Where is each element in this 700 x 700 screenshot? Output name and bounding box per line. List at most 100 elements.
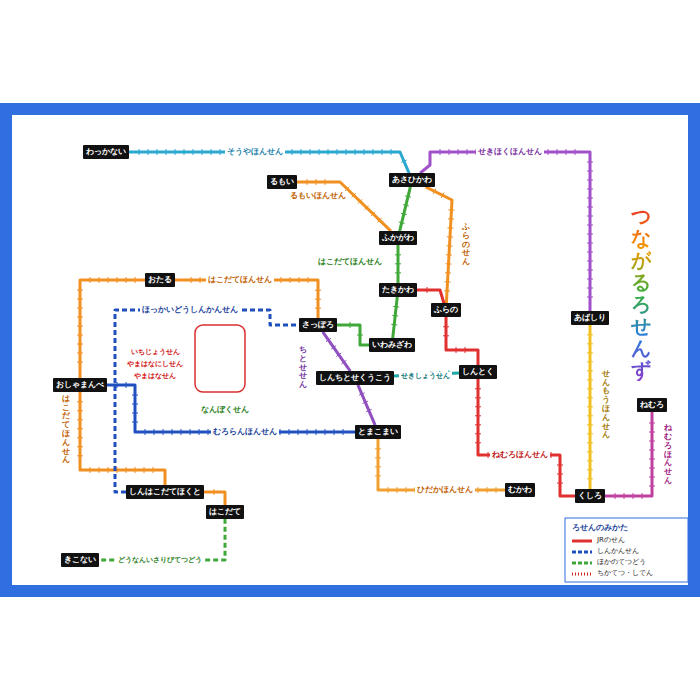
blue-frame <box>0 103 700 597</box>
rail-line <box>478 379 575 496</box>
station-name: しんはこだてほくと <box>129 487 201 497</box>
station-box: いわみざわ <box>369 338 415 352</box>
rail-line <box>107 385 355 432</box>
station-name: たきかわ <box>382 285 414 295</box>
rail-line <box>297 182 391 231</box>
station-name: ふかがわ <box>382 233 414 243</box>
station-name: いわみざわ <box>372 340 412 350</box>
rail-line <box>417 290 444 303</box>
station-box: ふかがわ <box>379 231 417 245</box>
station-name: さっぽろ <box>302 320 334 330</box>
station-name: わっかない <box>86 147 126 157</box>
station-box: むかわ <box>505 483 535 497</box>
line-name: ほっかいどうしんかんせん <box>140 305 240 314</box>
station-box: るもい <box>267 175 297 189</box>
station-box: とまこまい <box>355 425 401 439</box>
rail-line <box>378 439 505 490</box>
line-name: はこだてほんせん <box>206 275 274 284</box>
station-box: さっぽろ <box>299 318 337 332</box>
line-name: むろらんほんせん <box>211 427 279 436</box>
line-name: ふらのせん <box>461 222 471 268</box>
rail-line <box>323 332 351 371</box>
station-box: ねむろ <box>637 398 667 412</box>
station-name: るもい <box>270 177 294 187</box>
station-box: わっかない <box>83 145 129 159</box>
station-box: きこない <box>61 553 99 567</box>
station-ticks <box>77 149 655 499</box>
legend-sample <box>572 540 592 543</box>
line-name: やまはなせん <box>132 372 178 380</box>
rail-line <box>446 317 478 365</box>
station-name: しんとく <box>462 367 494 377</box>
station-name: あさひかわ <box>392 175 432 185</box>
rail-lines <box>80 152 652 560</box>
line-name: ちとせせん <box>298 345 308 391</box>
line-name: そうやほんせん <box>225 147 285 156</box>
line-name: いちじょうせん <box>129 348 182 356</box>
station-box: しんはこだてほくと <box>126 485 204 499</box>
station-box: はこだて <box>206 505 244 519</box>
station-box: おたる <box>145 273 175 287</box>
legend-text: ちかてつ・しでん <box>597 570 653 578</box>
legend-sample <box>572 573 592 576</box>
rail-line <box>589 325 592 489</box>
rail-line <box>337 325 369 345</box>
line-name: どうなんいさりびてつどう <box>116 556 204 564</box>
rail-line <box>358 385 375 425</box>
rail-line <box>393 297 398 338</box>
legend-text: JRのせん <box>597 537 625 545</box>
station-name: ねむろ <box>640 400 664 410</box>
line-name: せきほくほんせん <box>476 147 544 156</box>
line-name: はこだてほんせん <box>61 394 71 466</box>
rail-line <box>400 187 411 231</box>
station-box: あばしり <box>571 311 609 325</box>
station-name: おたる <box>148 275 172 285</box>
station-name: とまこまい <box>358 427 398 437</box>
station-box: くしろ <box>575 489 605 503</box>
station-name: はこだて <box>209 507 241 517</box>
station-box: ふらの <box>431 303 461 317</box>
rail-line <box>80 392 165 485</box>
legend-box <box>565 518 688 582</box>
line-name: るもいほんせん <box>288 191 348 200</box>
legend-text: しんかんせん <box>597 548 639 556</box>
legend-heading: ろせんのみかた <box>570 523 630 532</box>
station-name: しんちとせくうこう <box>319 373 391 383</box>
station-name: くしろ <box>578 491 602 501</box>
city-area-outline <box>195 325 245 392</box>
legend-samples <box>572 541 592 574</box>
poster-sheet <box>12 115 688 585</box>
station-name: おしゃまんべ <box>56 380 104 390</box>
station-box: しんとく <box>459 365 497 379</box>
rail-line <box>605 412 652 496</box>
line-name: ねむろほんせん <box>663 423 673 487</box>
station-name: むかわ <box>508 485 532 495</box>
legend-sample <box>572 562 592 565</box>
station-box: あさひかわ <box>389 173 435 187</box>
line-name: せきしょうせん <box>399 372 452 380</box>
line-name: はこだてほんせん <box>316 257 384 266</box>
legend-text: ほかのてつどう <box>597 559 646 567</box>
line-name: せんもうほんせん <box>601 369 611 441</box>
station-box: たきかわ <box>379 283 417 297</box>
line-name: ねむろほんせん <box>490 450 550 459</box>
rail-line <box>115 310 299 492</box>
poster-title: つながるろせんず <box>631 205 651 381</box>
station-box: おしゃまんべ <box>53 378 107 392</box>
rail-line <box>420 152 590 311</box>
station-box: しんちとせくうこう <box>316 371 394 385</box>
station-name: ふらの <box>434 305 458 315</box>
rail-line <box>204 492 225 505</box>
rail-line <box>426 187 452 303</box>
station-name: きこない <box>64 555 96 565</box>
station-name: あばしり <box>574 313 606 323</box>
legend-sample <box>572 551 592 554</box>
rail-line <box>99 519 225 560</box>
rail-line <box>397 245 400 283</box>
line-name: ひだかほんせん <box>415 485 475 494</box>
line-name: やまはなにしせん <box>125 360 185 368</box>
